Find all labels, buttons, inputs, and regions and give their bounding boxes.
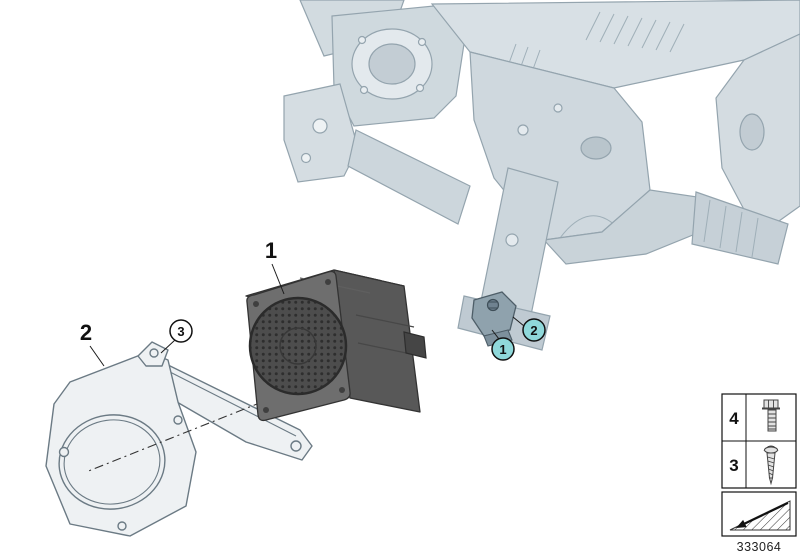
- pillar-hole: [739, 113, 765, 151]
- frame-horn-hole-small: [300, 152, 312, 164]
- view-symbol-box: [721, 491, 797, 537]
- bracket-tab-hole: [149, 348, 159, 358]
- callout-3-label[interactable]: 3: [177, 324, 184, 339]
- bracket-arm-fold-line: [169, 371, 297, 437]
- callout-1-leader: [271, 263, 285, 295]
- callout-mount-1-circle[interactable]: [491, 337, 515, 361]
- view-direction-icon: [729, 500, 791, 531]
- callout-bracket[interactable]: 2: [80, 320, 105, 367]
- callout-mount-1[interactable]: 1: [491, 329, 515, 361]
- strut-tower-opening: [368, 43, 416, 85]
- speaker-grille-inner-ring: [279, 327, 317, 365]
- bracket-slot-hole-2: [173, 415, 183, 425]
- mount-bracket-small: [471, 291, 517, 337]
- bracket-slot-hole-1: [58, 446, 70, 458]
- assembly-axis-line: [85, 401, 263, 473]
- callout-mount-2-label[interactable]: 2: [530, 323, 537, 338]
- mount-bolt-head: [486, 298, 500, 312]
- strut-bolt-holes: [357, 35, 427, 95]
- callout-mount-2[interactable]: 2: [512, 316, 546, 342]
- legend-row-4[interactable]: 4: [729, 399, 780, 432]
- bracket-slot-hole-3: [117, 521, 127, 531]
- hex-bolt-icon: [762, 399, 780, 432]
- frame-horn-hole: [312, 118, 328, 134]
- apron-rail: [347, 129, 471, 225]
- firewall-opening: [580, 136, 612, 160]
- firewall-hole-2: [553, 103, 563, 113]
- legend-row-3[interactable]: 3: [729, 445, 779, 486]
- callout-speaker[interactable]: 1: [265, 238, 285, 295]
- bracket-speaker-hole: [58, 414, 166, 510]
- sill-ribs: [703, 199, 759, 258]
- speaker-grille: [248, 296, 348, 396]
- mount-hardware-part: [471, 291, 517, 347]
- legend-table: 4 3: [721, 393, 797, 554]
- callout-mount-2-leader: [512, 316, 525, 327]
- speaker-corner-screws: [253, 279, 345, 413]
- callout-mount-1-label[interactable]: 1: [499, 342, 506, 357]
- firewall-hole-1: [517, 124, 529, 136]
- callout-mount-2-circle[interactable]: [522, 318, 546, 342]
- callout-mount-1-leader: [491, 329, 500, 340]
- bracket-hole-inner-edge: [63, 419, 161, 505]
- speaker-connector: [403, 331, 427, 359]
- legend-label-3[interactable]: 3: [729, 456, 738, 475]
- callout-2-leader: [89, 345, 105, 367]
- tapping-screw-icon: [763, 445, 779, 486]
- legend-label-4[interactable]: 4: [729, 409, 739, 428]
- callout-3-circle[interactable]: [169, 319, 193, 343]
- callout-1-label[interactable]: 1: [265, 238, 277, 263]
- mounting-bracket: [45, 341, 313, 537]
- mount-bolt-facets: [489, 301, 497, 309]
- callout-screw[interactable]: 3: [160, 319, 193, 354]
- bracket-arm-hole: [290, 440, 302, 452]
- rail-hole: [505, 233, 519, 247]
- cowl-ribs: [507, 11, 685, 73]
- callout-3-leader: [160, 339, 176, 354]
- part-number: 333064: [737, 540, 782, 554]
- active-sound-speaker: [245, 269, 427, 422]
- callout-2-label[interactable]: 2: [80, 320, 92, 345]
